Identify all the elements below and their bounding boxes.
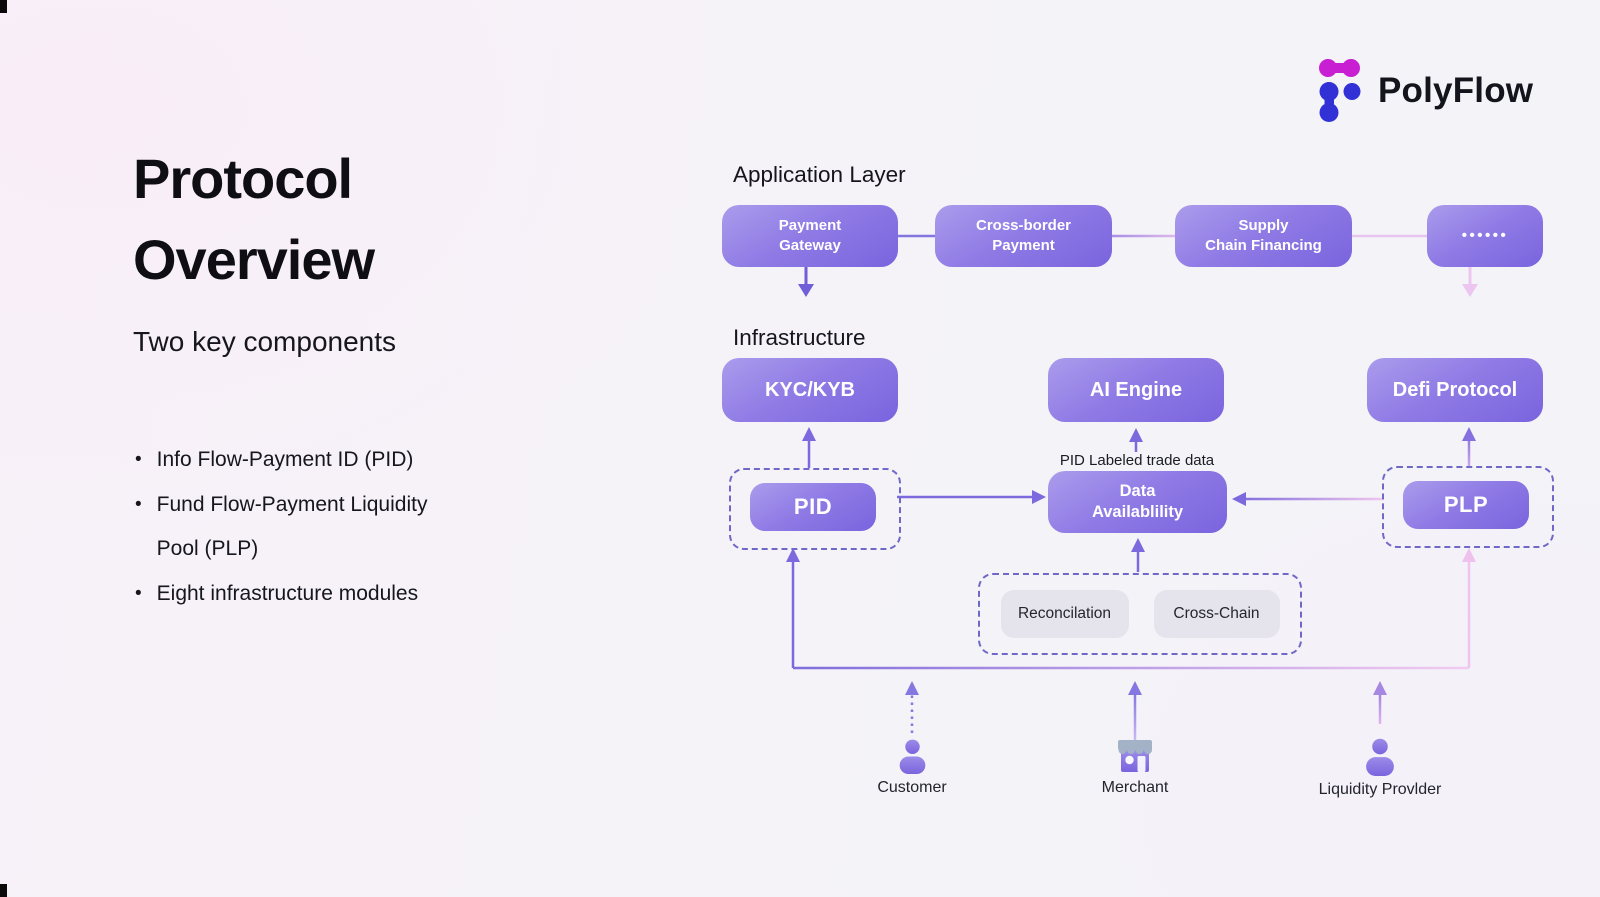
polyflow-logo-icon xyxy=(1319,59,1361,122)
pid-trade-data-annotation: PID Labeled trade data xyxy=(1059,452,1215,469)
arrow-plp-to-defi xyxy=(1462,427,1476,466)
arrow-pid-to-data xyxy=(897,490,1046,504)
actor-customer: Customer xyxy=(852,737,972,797)
bullet-marker: • xyxy=(135,582,142,604)
module-cross-chain: Cross-Chain xyxy=(1153,590,1280,638)
customer-person-icon xyxy=(899,739,925,774)
screen-edge-artifact xyxy=(0,0,7,13)
merchant-store-icon xyxy=(1118,740,1152,772)
infrastructure-label: Infrastructure xyxy=(733,325,866,350)
arrow-more-apps-down xyxy=(1462,267,1478,297)
actor-merchant: Merchant xyxy=(1075,736,1195,797)
actor-label: Liquidity Provlder xyxy=(1318,781,1442,798)
modules-dashed-container: Reconcilation Cross-Chain xyxy=(978,573,1302,655)
box-plp: PLP xyxy=(1403,481,1529,529)
box-payment-gateway: Payment Gateway xyxy=(722,205,898,267)
subtitle: Two key components xyxy=(133,326,397,357)
arrow-pid-to-kyc xyxy=(802,427,816,468)
application-layer-label: Application Layer xyxy=(733,162,906,187)
bullet-text: Fund Flow-Payment Liquidity Pool (PLP) xyxy=(156,492,428,561)
plp-dashed-container xyxy=(1382,466,1554,548)
box-supply-chain-financing: Supply Chain Financing xyxy=(1175,205,1352,267)
arrow-plp-to-data xyxy=(1232,492,1382,506)
bullet-item: • Fund Flow-Payment Liquidity Pool (PLP) xyxy=(135,483,473,572)
bullet-text: Eight infrastructure modules xyxy=(156,581,419,605)
arrow-payment-gateway-down xyxy=(798,267,814,297)
box-more-apps: •••••• xyxy=(1427,205,1543,267)
module-reconcilation: Reconcilation xyxy=(1000,590,1129,638)
box-data-availability: Data Availablility xyxy=(1048,471,1227,533)
box-cross-border-payment: Cross-border Payment xyxy=(935,205,1112,267)
pid-dashed-container xyxy=(729,468,901,550)
box-kyc-kyb: KYC/KYB xyxy=(722,358,898,422)
bullet-text: Info Flow-Payment ID (PID) xyxy=(156,448,414,471)
arrow-modules-to-data xyxy=(1131,538,1145,572)
arrow-data-to-ai-engine xyxy=(1129,428,1143,452)
bullet-item: • Eight infrastructure modules xyxy=(135,572,473,617)
page-title-line1: Protocol xyxy=(133,146,353,210)
actor-label: Customer xyxy=(877,779,947,796)
actor-label: Merchant xyxy=(1101,779,1169,796)
arrow-merchant-up xyxy=(1128,681,1142,740)
liquidity-provider-person-icon xyxy=(1366,738,1394,776)
bullet-marker: • xyxy=(135,449,142,470)
box-pid: PID xyxy=(750,483,876,531)
bullet-list: • Info Flow-Payment ID (PID) • Fund Flow-P… xyxy=(135,438,473,616)
arrow-customer-up xyxy=(905,681,919,733)
bullet-item: • Info Flow-Payment ID (PID) xyxy=(135,438,473,483)
box-defi-protocol: Defi Protocol xyxy=(1367,358,1543,422)
brand-logo: PolyFlow xyxy=(1318,58,1533,124)
page-title-line2: Overview xyxy=(133,227,375,291)
brand-name: PolyFlow xyxy=(1378,71,1534,110)
bullet-marker: • xyxy=(135,493,142,515)
actor-liquidity-provider: Liquidity Provlder xyxy=(1290,736,1470,799)
box-ai-engine: AI Engine xyxy=(1048,358,1224,422)
arrow-liquidity-provider-up xyxy=(1373,681,1387,724)
screen-edge-artifact xyxy=(0,884,7,897)
